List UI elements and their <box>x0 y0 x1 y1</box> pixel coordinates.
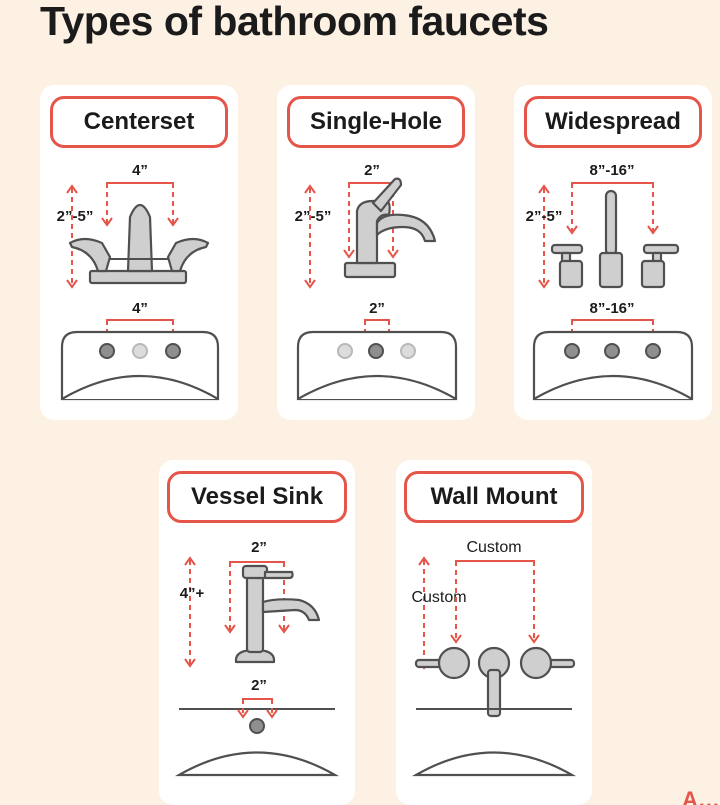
height-label: 2”-5” <box>295 208 332 225</box>
vessel-faucet-icon <box>236 566 319 662</box>
widespread-card: 2”-5” 8”-16” 8” <box>514 85 712 420</box>
vessel-sink-card: 4”+ 2” 2” Vessel Sink <box>159 460 355 805</box>
wall-mount-card: Custom Custom Wall Mount <box>396 460 592 805</box>
sink-bowl-icon <box>416 753 572 776</box>
widespread-label: Widespread <box>524 96 702 148</box>
height-arrow <box>305 186 315 287</box>
vessel-hole <box>250 719 264 733</box>
height-label: Custom <box>411 589 466 606</box>
hole-spacing-label: 8”-16” <box>589 300 634 317</box>
width-label: Custom <box>466 539 521 556</box>
single-hole-card: 2”-5” 2” 2” Si <box>277 85 475 420</box>
width-label: 2” <box>364 162 380 179</box>
single-hole-faucet-icon <box>345 179 435 277</box>
centerset-label: Centerset <box>50 96 228 148</box>
height-arrow <box>419 558 429 668</box>
centerset-card: 2”-5” 4” 4” <box>40 85 238 420</box>
vessel-bowl-icon <box>179 753 335 776</box>
height-arrow <box>539 186 549 287</box>
wall-mount-faucet-icon <box>416 648 574 716</box>
hole-spacing-label: 4” <box>132 300 148 317</box>
height-arrow <box>67 186 77 287</box>
sink-icon <box>62 332 218 399</box>
sink-icon <box>298 332 456 399</box>
page-title: Types of bathroom faucets <box>40 0 548 45</box>
single-hole-label: Single-Hole <box>287 96 465 148</box>
brand-logo-fragment: A… <box>682 787 720 805</box>
width-label: 4” <box>132 162 148 179</box>
height-label: 2”-5” <box>526 208 563 225</box>
width-label: 2” <box>251 539 267 556</box>
sink-icon <box>534 332 692 399</box>
height-label: 2”-5” <box>57 208 94 225</box>
hole-spacing-label: 2” <box>369 300 385 317</box>
wall-mount-label: Wall Mount <box>404 471 584 523</box>
width-label: 8”-16” <box>589 162 634 179</box>
height-arrow <box>185 558 195 666</box>
height-label: 4”+ <box>180 585 205 602</box>
vessel-sink-label: Vessel Sink <box>167 471 347 523</box>
widespread-faucet-icon <box>552 191 678 287</box>
hole-spacing-label: 2” <box>251 677 267 694</box>
